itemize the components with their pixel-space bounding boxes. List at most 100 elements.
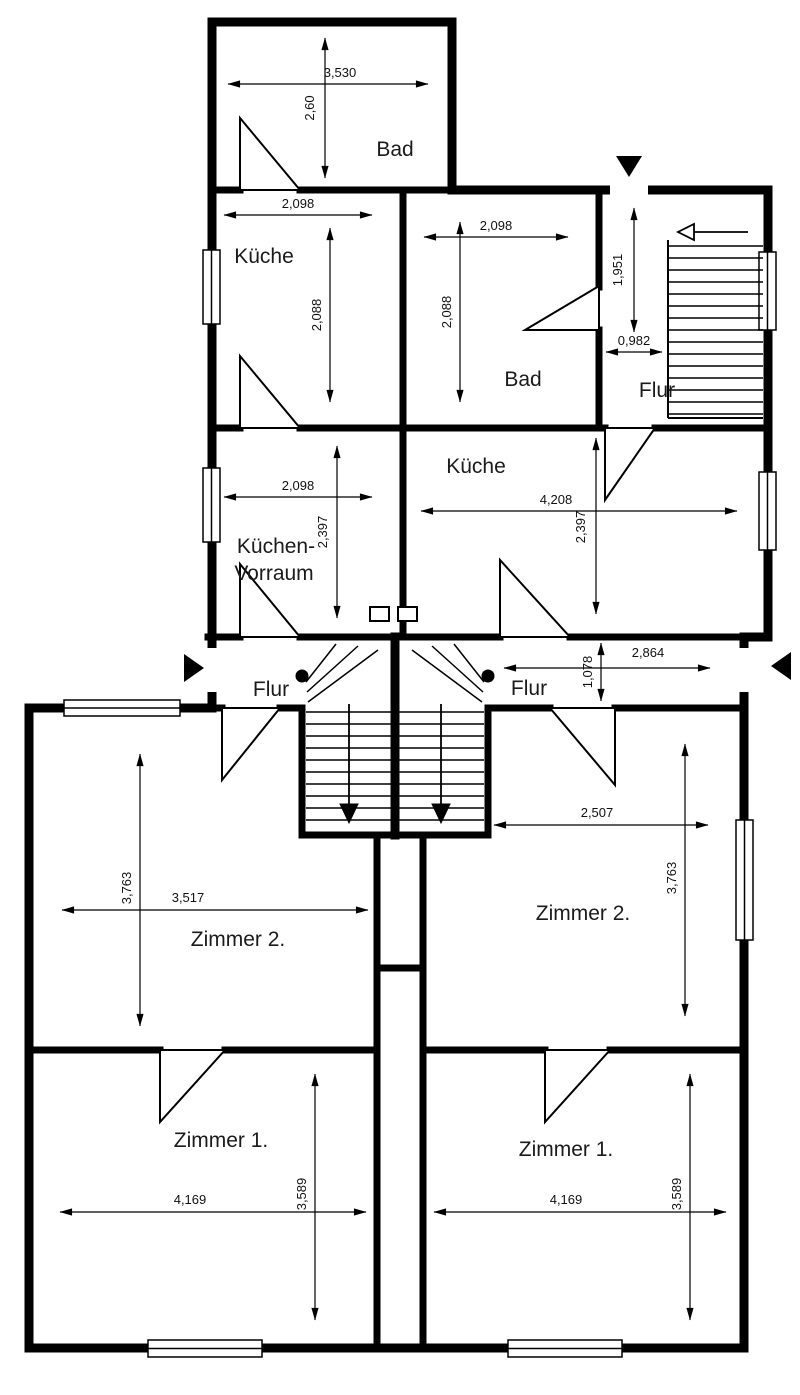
dimension-label: 4,169 — [174, 1192, 207, 1207]
entrance-opening-top — [610, 182, 648, 198]
dimension-label: 2,60 — [302, 95, 317, 120]
window — [758, 471, 777, 551]
door — [239, 353, 303, 429]
utility-box — [397, 606, 418, 622]
dimension-label: 2,098 — [282, 196, 315, 211]
dimension: 4,169 — [433, 1192, 727, 1216]
dimension: 4,208 — [420, 492, 738, 515]
interior-walls — [25, 186, 772, 1352]
stair-down-arrowhead-icon — [431, 803, 451, 825]
room-label-flur-right: Flur — [511, 677, 547, 700]
dimension-label: 2,088 — [309, 299, 324, 332]
door — [239, 115, 303, 191]
room-label-zimmer2-left: Zimmer 2. — [191, 928, 286, 951]
dimension: 2,397 — [315, 445, 341, 619]
dimension-label: 3,763 — [119, 872, 134, 905]
door — [221, 707, 283, 783]
dimension: 2,098 — [223, 196, 373, 219]
dimension-label: 3,763 — [664, 862, 679, 895]
dimension-label: 3,589 — [294, 1178, 309, 1211]
room-label-bad-top: Bad — [376, 138, 413, 161]
door — [604, 427, 657, 504]
dimension-label: 2,397 — [315, 516, 330, 549]
door — [547, 707, 616, 788]
room-label-kueche-mid: Küche — [446, 455, 506, 478]
stairs-upper — [667, 222, 763, 419]
stair-down-arrow-right — [431, 704, 451, 825]
dimension: 0,982 — [605, 333, 663, 356]
dimension: 2,864 — [503, 645, 711, 672]
entrance-arrow-top-icon — [616, 156, 642, 177]
dimension: 2,507 — [493, 805, 709, 829]
dimension-label: 3,589 — [669, 1178, 684, 1211]
stair-treads-upper — [668, 245, 763, 415]
room-label-kueche-left: Küche — [234, 245, 294, 268]
dimension-label: 2,098 — [282, 478, 315, 493]
stair-up-arrow — [675, 222, 748, 242]
dimension: 3,589 — [294, 1073, 319, 1321]
door-openings — [205, 182, 752, 692]
dimension: 2,088 — [309, 227, 334, 403]
stair-up-arrowhead-icon — [675, 222, 695, 242]
window — [507, 1339, 623, 1358]
dimension: 2,098 — [223, 478, 373, 501]
stair-down-arrowhead-icon — [339, 803, 359, 825]
dimension: 3,763 — [119, 753, 144, 1027]
dimension: 3,517 — [61, 890, 369, 914]
dimension-label: 2,098 — [480, 218, 513, 233]
room-label-zimmer1-right: Zimmer 1. — [519, 1138, 614, 1161]
door — [239, 561, 303, 638]
dimension: 3,763 — [664, 743, 689, 1017]
room-label-flur-upper: Flur — [639, 379, 675, 402]
newel-post — [295, 669, 309, 683]
room-label-zimmer2-right: Zimmer 2. — [536, 902, 631, 925]
utility-boxes — [369, 606, 418, 622]
dimensions: 3,530 2,60 2,098 2,088 2,098 2,088 1,951 — [59, 37, 738, 1321]
stair-down-arrow-left — [339, 704, 359, 825]
room-label-kuechenvorraum-line1: Küchen- — [237, 535, 315, 558]
newel-post — [481, 669, 495, 683]
dimension-label: 1,078 — [580, 656, 595, 689]
dimension-label: 4,169 — [550, 1192, 583, 1207]
stairwell-lower — [295, 643, 495, 825]
dimension-label: 2,397 — [573, 511, 588, 544]
dimension-label: 4,208 — [540, 492, 573, 507]
room-label-bad-mid: Bad — [504, 368, 541, 391]
room-label-flur-left: Flur — [253, 678, 289, 701]
window — [758, 251, 777, 331]
door — [159, 1049, 228, 1125]
entrance-opening-right — [737, 648, 752, 692]
entrance-arrows — [184, 156, 791, 682]
dimension: 2,397 — [573, 437, 600, 615]
windows — [63, 249, 777, 1358]
room-labels: Bad Küche Bad Flur Küche Küchen- Vorraum… — [174, 138, 675, 1161]
window — [147, 1339, 263, 1358]
window — [202, 249, 221, 325]
dimension-label: 0,982 — [618, 333, 651, 348]
dimension: 3,589 — [669, 1073, 694, 1321]
dimension-label: 2,088 — [439, 296, 454, 329]
entrance-arrow-left-icon — [184, 654, 204, 682]
entrance-arrow-right-icon — [771, 652, 791, 680]
entrance-opening-left — [205, 648, 220, 692]
window — [735, 819, 754, 941]
window — [202, 467, 221, 543]
door — [521, 284, 600, 331]
door — [544, 1049, 613, 1125]
dimension-label: 1,951 — [610, 254, 625, 287]
dimension-label: 2,507 — [581, 805, 614, 820]
utility-box — [369, 606, 390, 622]
room-label-kuechenvorraum-line2: Vorraum — [234, 562, 313, 585]
room-label-zimmer1-left: Zimmer 1. — [174, 1129, 269, 1152]
dimension: 1,078 — [580, 642, 605, 702]
dimension-label: 3,530 — [324, 65, 357, 80]
dimension-label: 2,864 — [632, 645, 665, 660]
dimension: 2,60 — [302, 37, 329, 179]
window — [63, 699, 181, 717]
dimension: 1,951 — [610, 207, 638, 333]
door — [499, 557, 573, 638]
dimension-label: 3,517 — [172, 890, 205, 905]
dimension: 2,088 — [439, 221, 464, 403]
